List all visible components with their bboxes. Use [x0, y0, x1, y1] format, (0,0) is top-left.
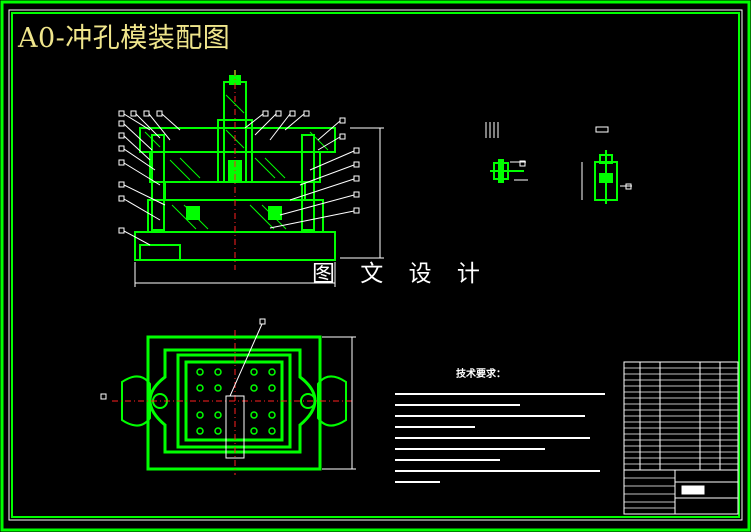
detail-dims-2 [581, 126, 632, 200]
front-dimensions [134, 127, 384, 287]
plan-view [146, 335, 322, 471]
drawing-border [11, 12, 740, 518]
drawing-title: A0-冲孔模装配图 [18, 23, 231, 54]
watermark: 图 文 设 计 [312, 261, 489, 287]
detail-view-2 [594, 150, 618, 204]
plan-dimensions [100, 318, 356, 470]
detail-view-1 [490, 159, 524, 183]
title-block-rows [624, 367, 738, 509]
plan-center-lines [112, 330, 355, 475]
technical-notes [395, 393, 605, 483]
detail-dims-1 [485, 122, 528, 181]
section-hatching [144, 94, 329, 230]
plan-holes [196, 368, 276, 435]
part-balloons-left [118, 110, 181, 246]
title-block [623, 361, 739, 515]
part-balloons-right [244, 110, 360, 229]
inner-frame [8, 9, 743, 521]
technical-requirements-heading: 技术要求： [456, 369, 506, 380]
